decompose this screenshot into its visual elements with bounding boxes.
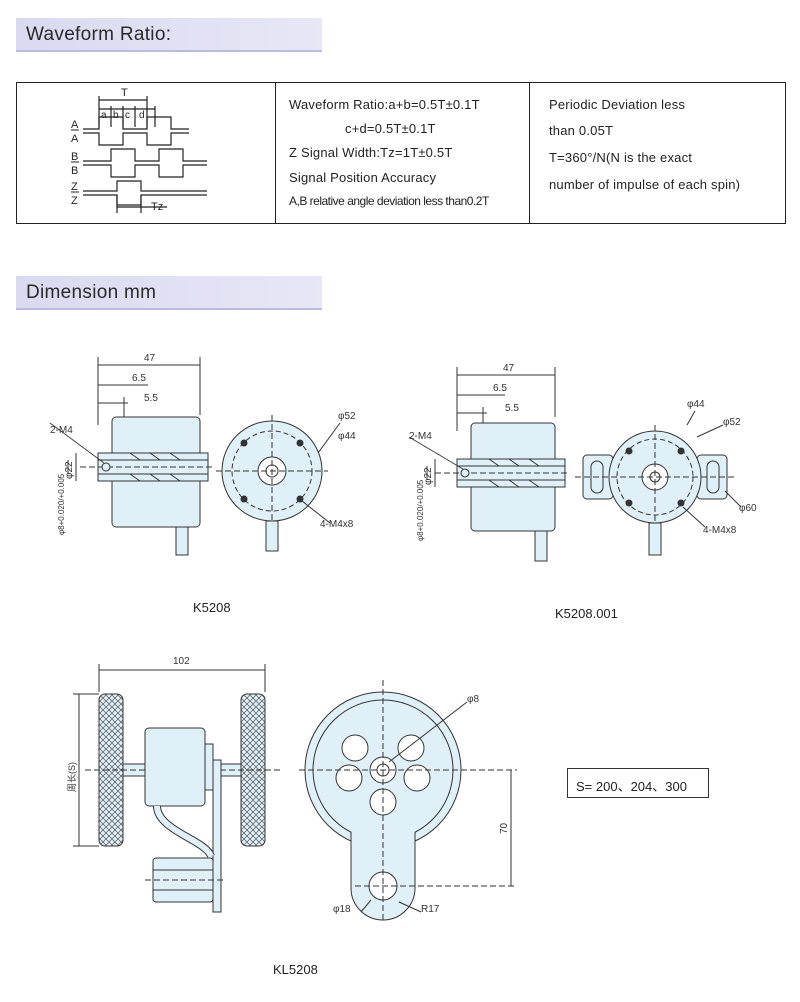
- spec-line-z-width: Z Signal Width:Tz=1T±0.5T: [289, 145, 453, 160]
- k5208-001-dim-mount: φ60: [739, 503, 757, 514]
- k5208-dim-dia22: φ22: [64, 461, 75, 479]
- k5208-001-dim-d2: 5.5: [505, 403, 519, 414]
- dimension-section-header: Dimension mm: [16, 276, 322, 310]
- waveform-spec-cell: Waveform Ratio:a+b=0.5T±0.1T c+d=0.5T±0.…: [275, 83, 530, 223]
- k5208-drawing: 47 6.5 5.5 2-M4 φ22 φ8+0.020/+0.005 φ52 …: [49, 353, 356, 556]
- k5208-dim-pcd: φ44: [338, 431, 356, 442]
- kl5208-dim-hole: φ8: [467, 694, 479, 705]
- waveform-section-header: Waveform Ratio:: [16, 18, 322, 52]
- deviation-line-3: T=360°/N(N is the exact: [549, 150, 693, 165]
- k5208-001-caption: K5208.001: [555, 606, 618, 621]
- kl5208-spec-text: S= 200、204、300: [576, 779, 687, 794]
- waveform-sub-c: c: [125, 110, 130, 121]
- waveform-sub-d: d: [139, 110, 145, 121]
- kl5208-dim-width: 102: [173, 656, 190, 667]
- waveform-sub-b: b: [113, 110, 119, 121]
- k5208-dim-thread: 2-M4: [50, 425, 73, 436]
- dimension-section-title: Dimension mm: [26, 282, 157, 303]
- k5208-dim-d2: 5.5: [144, 393, 158, 404]
- waveform-label-a: A: [71, 119, 79, 131]
- kl5208-caption: KL5208: [273, 962, 318, 977]
- waveform-label-z: Z: [71, 181, 78, 193]
- waveform-deviation-cell: Periodic Deviation less than 0.05T T=360…: [529, 83, 785, 223]
- waveform-label-z-bar: Z: [71, 195, 78, 207]
- waveform-section-title: Waveform Ratio:: [26, 24, 172, 45]
- k5208-001-drawing: 47 6.5 5.5 2-M4 φ22 φ8+0.020/+0.005 φ44 …: [408, 363, 757, 562]
- k5208-001-dim-dia22: φ22: [423, 467, 434, 485]
- k5208-001-dim-outer: φ52: [723, 417, 741, 428]
- deviation-line-1: Periodic Deviation less: [549, 97, 686, 112]
- waveform-ratio-table: T a b c d A A B B Z Z Tz Waveform Ratio:…: [16, 82, 786, 224]
- waveform-diagram: T a b c d A A B B Z Z Tz: [71, 87, 207, 213]
- k5208-dim-holes: 4-M4x8: [320, 519, 354, 530]
- waveform-label-a-bar: A: [71, 133, 79, 145]
- deviation-line-2: than 0.05T: [549, 123, 614, 138]
- waveform-tz-label: Tz: [151, 201, 163, 213]
- spec-line-ratio-ab: Waveform Ratio:a+b=0.5T±0.1T: [289, 97, 480, 112]
- k5208-001-dim-pcd: φ44: [687, 399, 705, 410]
- kl5208-dim-height: 70: [499, 822, 510, 834]
- spec-line-position-accuracy: Signal Position Accuracy: [289, 170, 437, 185]
- spec-line-ratio-cd: c+d=0.5T±0.1T: [345, 121, 436, 136]
- waveform-label-b: B: [71, 151, 78, 163]
- deviation-line-4: number of impulse of each spin): [549, 177, 741, 192]
- k5208-001-dim-d1: 6.5: [493, 383, 507, 394]
- k5208-001-dim-shaft: φ8+0.020/+0.005: [416, 479, 425, 541]
- k5208-dim-length: 47: [144, 353, 156, 364]
- k5208-001-dim-length: 47: [503, 363, 515, 374]
- waveform-sub-a: a: [101, 110, 107, 121]
- k5208-caption: K5208: [193, 600, 231, 615]
- k5208-001-dim-holes: 4-M4x8: [703, 525, 737, 536]
- kl5208-dim-perimeter: 周长(S): [66, 762, 77, 792]
- waveform-period-label: T: [121, 87, 128, 99]
- kl5208-drawing: 102 周长(S) φ8 70 φ18 R17: [66, 656, 517, 921]
- waveform-label-b-bar: B: [71, 165, 78, 177]
- k5208-dim-shaft: φ8+0.020/+0.005: [57, 473, 66, 535]
- waveform-diagram-cell: T a b c d A A B B Z Z Tz: [17, 83, 276, 223]
- kl5208-dim-radius: R17: [421, 904, 440, 915]
- kl5208-dim-dia18: φ18: [333, 904, 351, 915]
- k5208-dim-outer: φ52: [338, 411, 356, 422]
- k5208-001-dim-thread: 2-M4: [409, 431, 432, 442]
- kl5208-spec-box: S= 200、204、300: [567, 768, 709, 798]
- k5208-dim-d1: 6.5: [132, 373, 146, 384]
- spec-line-angle-deviation: A,B relative angle deviation less than0.…: [289, 194, 489, 208]
